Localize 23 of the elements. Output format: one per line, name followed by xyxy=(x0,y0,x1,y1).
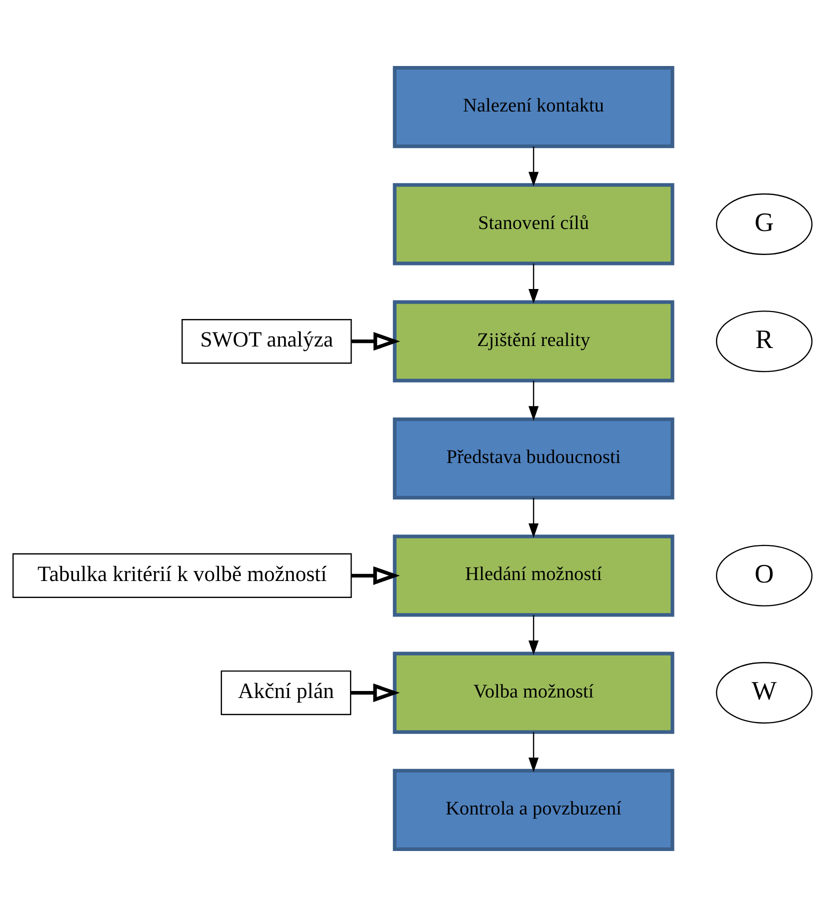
node-box: Představa budoucnosti xyxy=(392,416,674,500)
node-box: Kontrola a povzbuzení xyxy=(392,768,674,850)
node-ellipse: R xyxy=(716,310,813,372)
arrow xyxy=(528,263,539,304)
arrow xyxy=(528,146,539,186)
node-ellipse: W xyxy=(716,661,813,724)
node-box: Stanovení cílů xyxy=(392,182,674,265)
arrow xyxy=(351,566,400,584)
arrow xyxy=(528,380,539,420)
node-box: Volba možností xyxy=(392,651,674,734)
node-box: Zjištění reality xyxy=(392,300,674,382)
node-box: Hledání možností xyxy=(392,534,674,616)
arrow xyxy=(350,682,400,702)
node-box: Akční plán xyxy=(220,670,352,715)
node-box: Tabulka kritérií k volbě možností xyxy=(12,552,352,598)
arrow xyxy=(528,614,539,654)
arrow xyxy=(528,732,539,772)
node-box: SWOT analýza xyxy=(182,318,352,364)
arrow xyxy=(528,497,539,538)
node-ellipse: O xyxy=(716,544,813,606)
node-box: Nalezení kontaktu xyxy=(392,66,674,148)
node-ellipse: G xyxy=(716,192,813,255)
arrow xyxy=(352,332,400,350)
